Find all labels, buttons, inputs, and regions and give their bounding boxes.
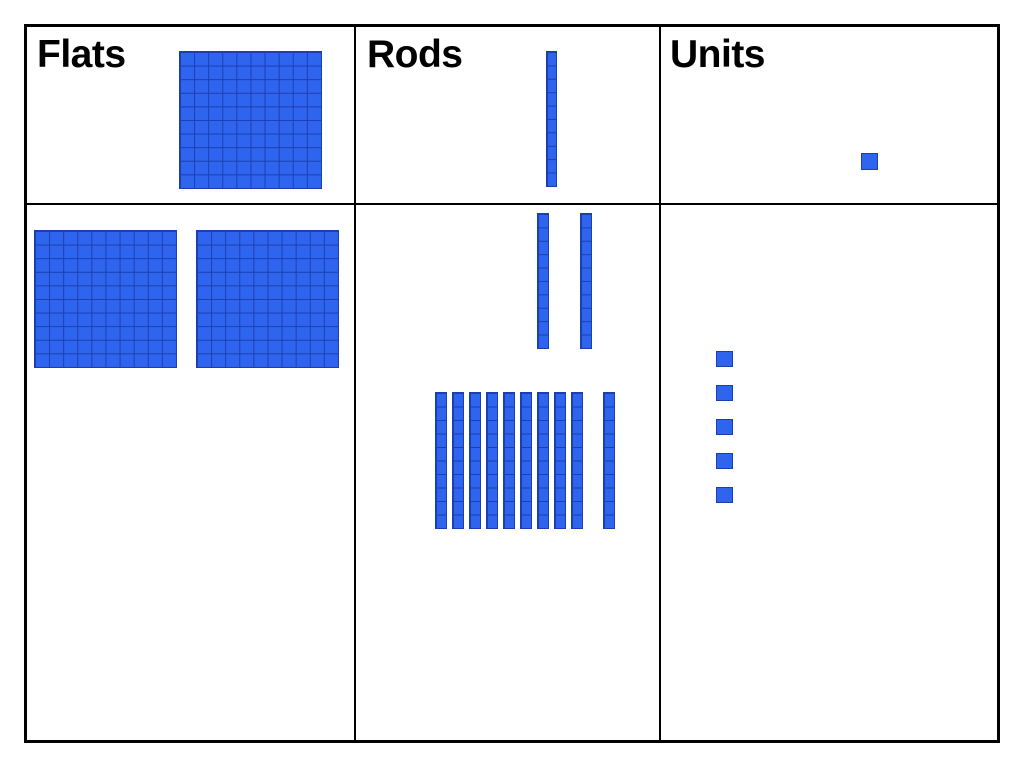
frame-bottom-border <box>24 740 1000 743</box>
rod-block <box>486 392 498 529</box>
rod-block <box>571 392 583 529</box>
flat-block <box>179 51 322 189</box>
rod-block <box>435 392 447 529</box>
rod-block <box>554 392 566 529</box>
frame-right-border <box>997 24 1000 743</box>
unit-cube <box>716 351 733 367</box>
rod-block <box>503 392 515 529</box>
rod-block <box>452 392 464 529</box>
rods-heading: Rods <box>367 33 463 76</box>
row-divider <box>24 203 1000 205</box>
rod-block <box>537 213 549 349</box>
rod-block <box>520 392 532 529</box>
flat-block <box>196 230 339 368</box>
flat-block <box>34 230 177 368</box>
unit-cube <box>716 419 733 435</box>
unit-cube <box>861 153 878 170</box>
frame-top-border <box>24 24 1000 27</box>
rod-block <box>469 392 481 529</box>
column-divider-1 <box>354 24 356 743</box>
unit-cube <box>716 453 733 469</box>
rod-block <box>537 392 549 529</box>
flats-heading: Flats <box>37 33 126 76</box>
units-heading: Units <box>670 33 766 76</box>
rod-block <box>603 392 615 529</box>
rod-block <box>580 213 592 349</box>
unit-cube <box>716 385 733 401</box>
unit-cube <box>716 487 733 503</box>
column-divider-2 <box>659 24 661 743</box>
rod-block <box>546 51 557 187</box>
frame-left-border <box>24 24 27 743</box>
